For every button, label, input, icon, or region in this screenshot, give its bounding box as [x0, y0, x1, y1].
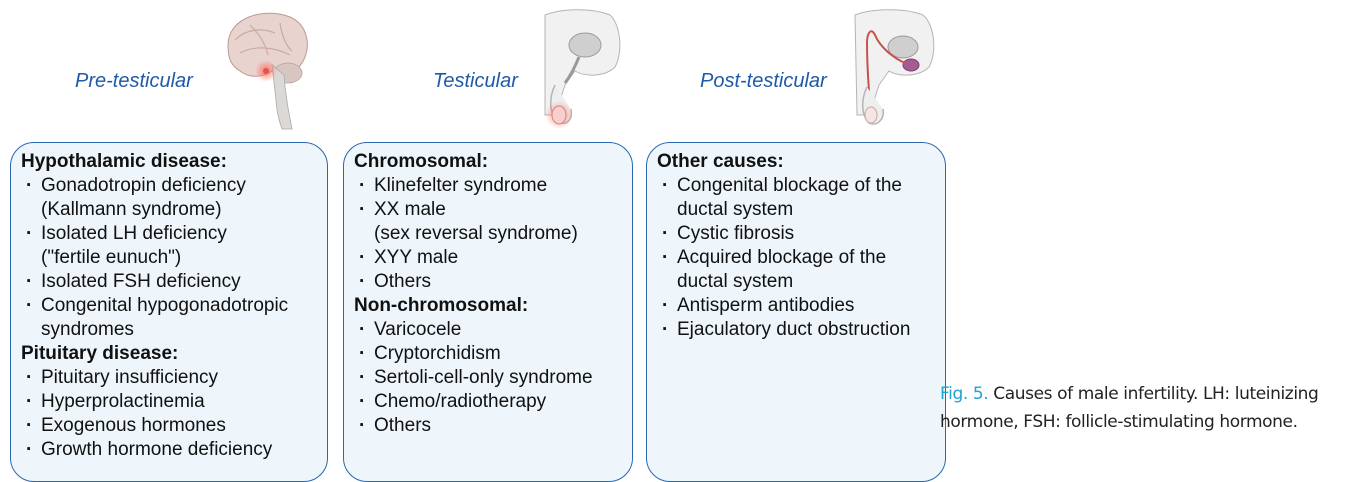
list-item: ductal system	[657, 198, 945, 222]
list-item: Hyperprolactinemia	[21, 390, 327, 414]
cause-list: Klinefelter syndrome XX male (sex revers…	[354, 174, 632, 294]
cause-list: Gonadotropin deficiency (Kallmann syndro…	[21, 174, 327, 342]
category-heading: Hypothalamic disease:	[21, 150, 327, 174]
list-item: Chemo/radiotherapy	[354, 390, 632, 414]
cause-list: Varicocele Cryptorchidism Sertoli-cell-o…	[354, 318, 632, 438]
list-item: ("fertile eunuch")	[21, 246, 327, 270]
list-item: ductal system	[657, 270, 945, 294]
list-item: Others	[354, 270, 632, 294]
category-heading: Pituitary disease:	[21, 342, 327, 366]
list-item: Acquired blockage of the	[657, 246, 945, 270]
list-item: Others	[354, 414, 632, 438]
list-item: Growth hormone deficiency	[21, 438, 327, 462]
cause-list: Congenital blockage of the ductal system…	[657, 174, 945, 342]
list-item: Cryptorchidism	[354, 342, 632, 366]
figure-caption: Fig. 5. Causes of male infertility. LH: …	[940, 380, 1350, 436]
male-pelvis-ductal-icon	[845, 5, 940, 130]
list-item: Antisperm antibodies	[657, 294, 945, 318]
list-item: Exogenous hormones	[21, 414, 327, 438]
column-title-post-testicular: Post-testicular	[700, 70, 827, 93]
category-heading: Chromosomal:	[354, 150, 632, 174]
list-item: Pituitary insufficiency	[21, 366, 327, 390]
category-heading: Non-chromosomal:	[354, 294, 632, 318]
brain-sagittal-icon	[220, 5, 315, 130]
list-item: Isolated FSH deficiency	[21, 270, 327, 294]
category-heading: Other causes:	[657, 150, 945, 174]
list-item: Varicocele	[354, 318, 632, 342]
column-title-pre-testicular: Pre-testicular	[75, 70, 193, 93]
list-item: Ejaculatory duct obstruction	[657, 318, 945, 342]
list-item: (Kallmann syndrome)	[21, 198, 327, 222]
testicular-causes-box: Chromosomal: Klinefelter syndrome XX mal…	[343, 142, 633, 482]
list-item: Klinefelter syndrome	[354, 174, 632, 198]
cause-list: Pituitary insufficiency Hyperprolactinem…	[21, 366, 327, 462]
list-item: XYY male	[354, 246, 632, 270]
list-item: Gonadotropin deficiency	[21, 174, 327, 198]
column-title-testicular: Testicular	[433, 70, 518, 93]
list-item: Cystic fibrosis	[657, 222, 945, 246]
list-item: Sertoli-cell-only syndrome	[354, 366, 632, 390]
post-testicular-causes-box: Other causes: Congenital blockage of the…	[646, 142, 946, 482]
list-item: Congenital blockage of the	[657, 174, 945, 198]
list-item: syndromes	[21, 318, 327, 342]
list-item: (sex reversal syndrome)	[354, 222, 632, 246]
male-pelvis-testis-icon	[535, 5, 625, 130]
pre-testicular-causes-box: Hypothalamic disease: Gonadotropin defic…	[10, 142, 328, 482]
caption-text: Causes of male infertility. LH: luteiniz…	[940, 384, 1318, 432]
list-item: XX male	[354, 198, 632, 222]
list-item: Congenital hypogonadotropic	[21, 294, 327, 318]
figure-label: Fig. 5.	[940, 384, 988, 404]
list-item: Isolated LH deficiency	[21, 222, 327, 246]
